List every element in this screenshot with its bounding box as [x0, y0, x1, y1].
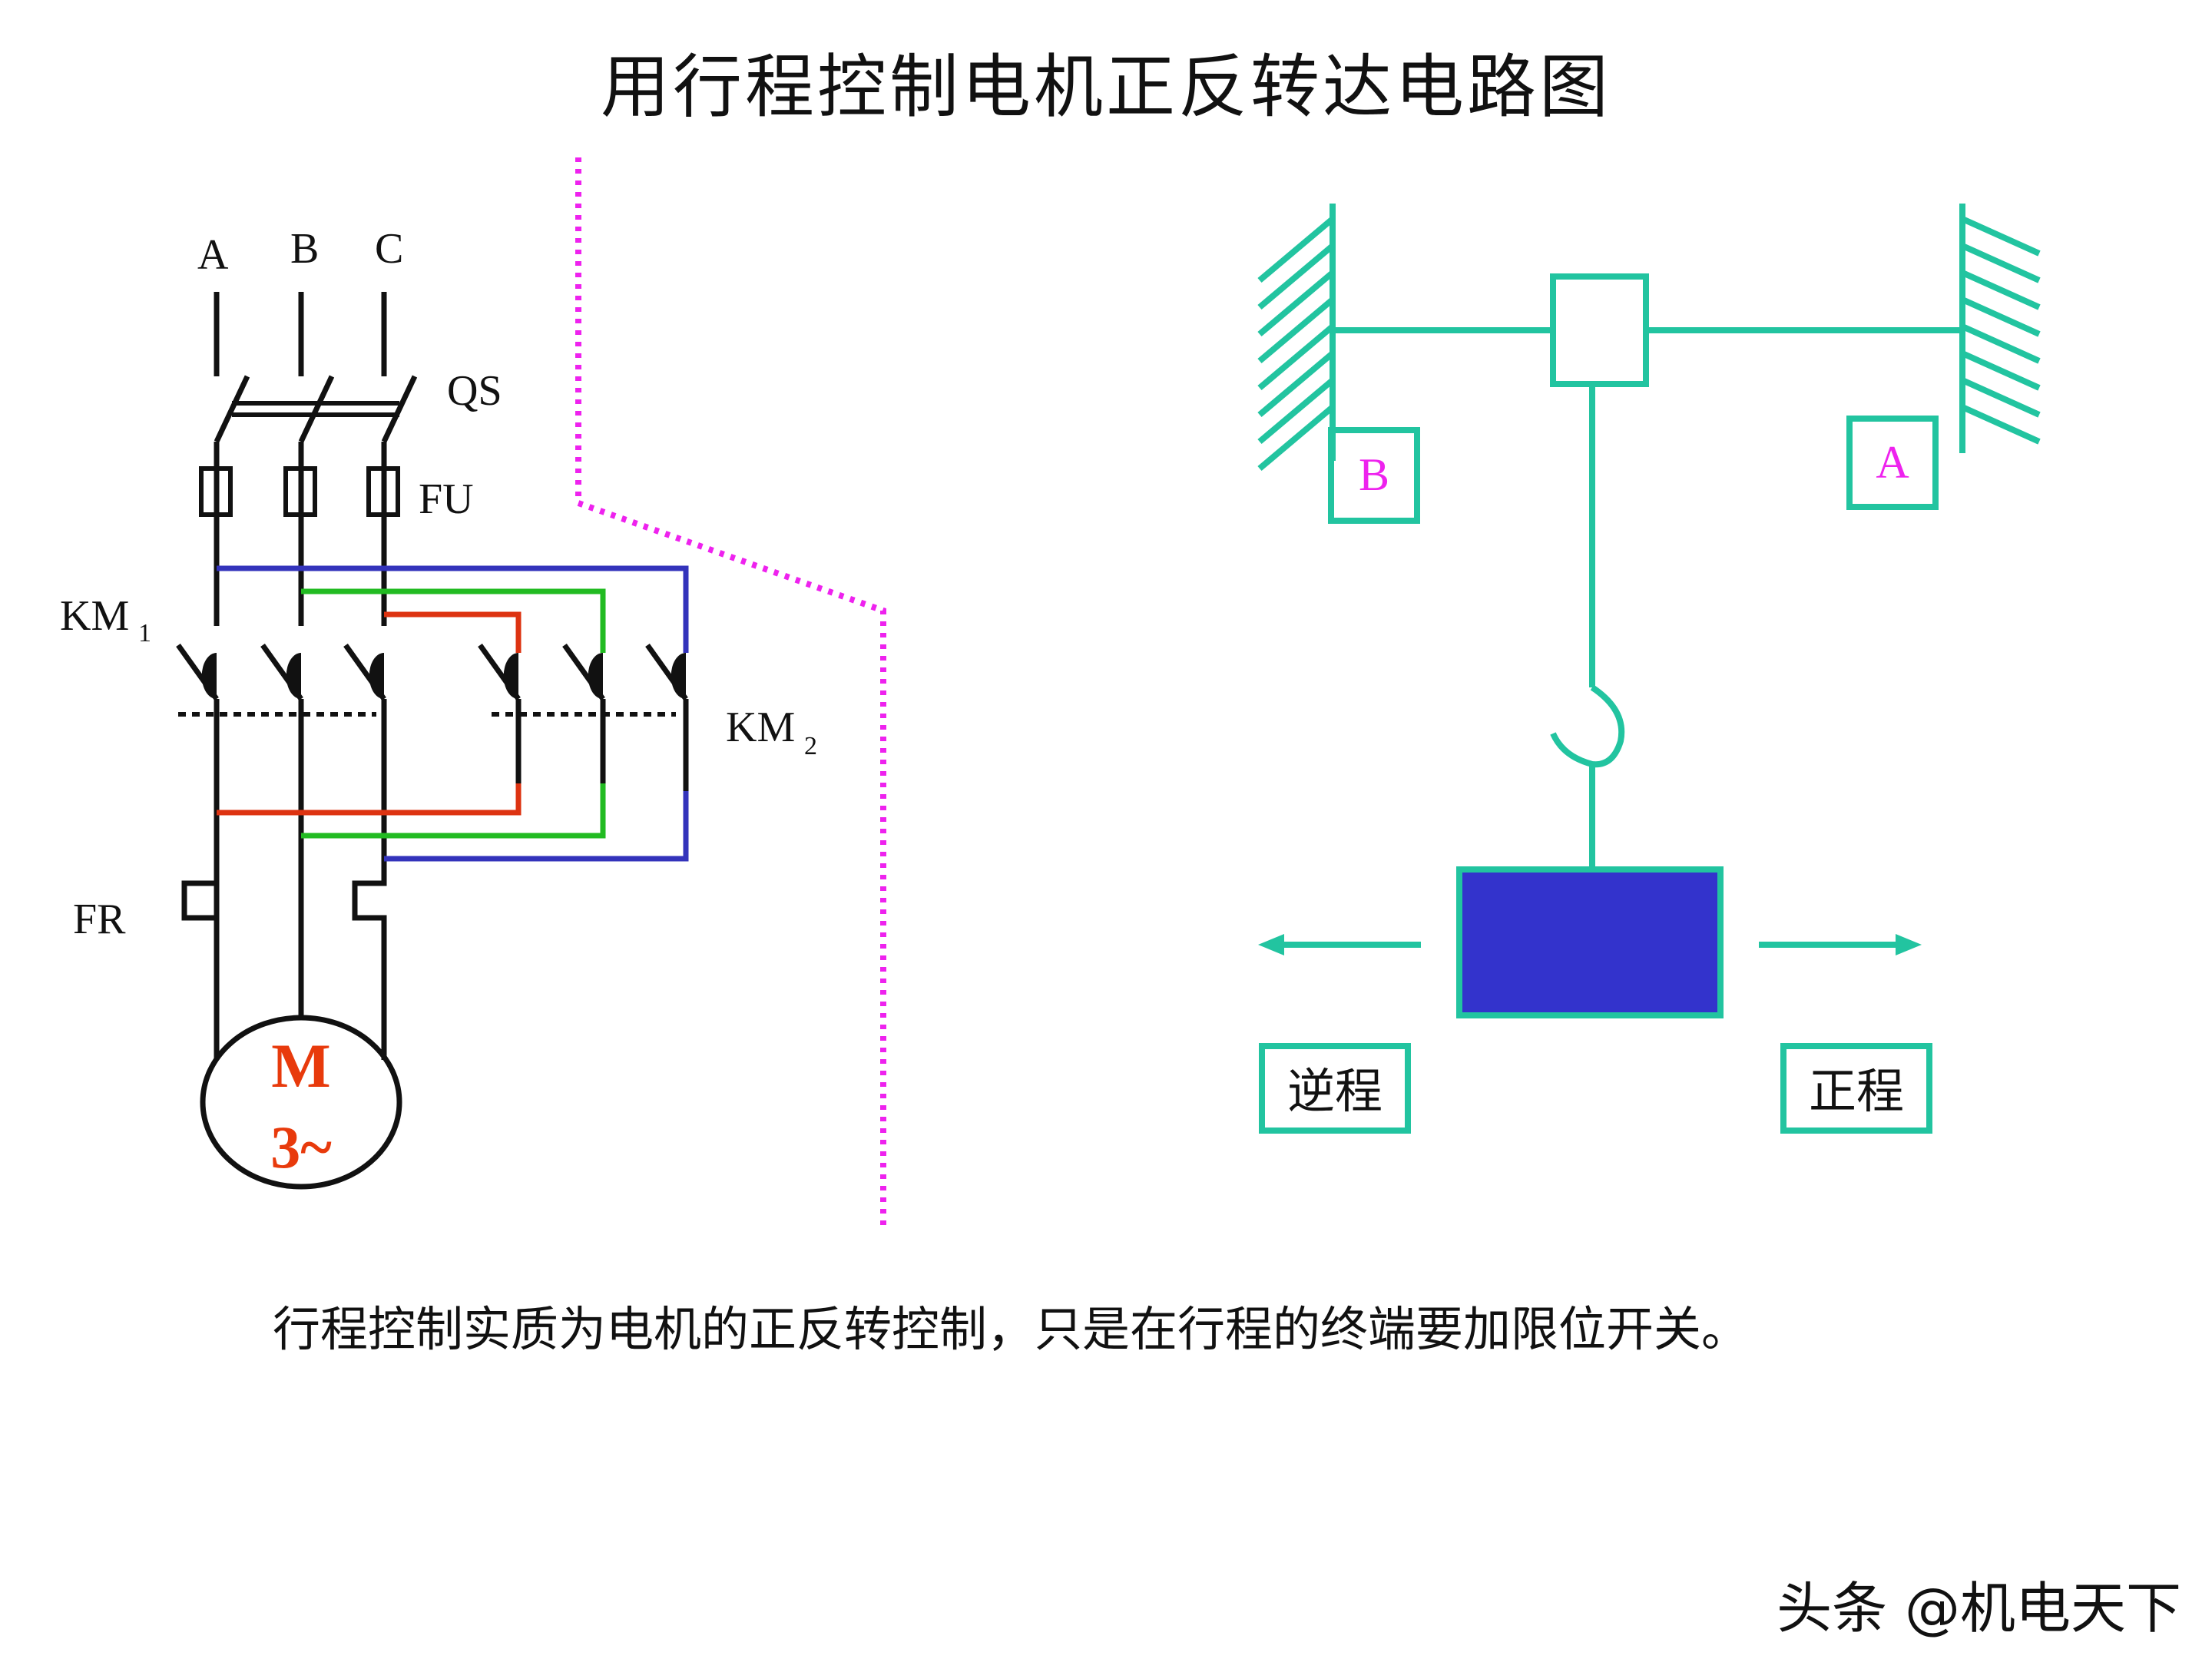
motor-circle — [200, 1015, 402, 1190]
forward-label-box — [1780, 1043, 1932, 1134]
load-block — [1456, 866, 1724, 1018]
phase-c-label: C — [375, 225, 403, 273]
km2-label: KM — [726, 704, 795, 751]
green-wire-bottom — [301, 783, 606, 839]
green-wire-top — [301, 588, 606, 653]
blue-wire-top — [217, 565, 689, 653]
left-wall — [1257, 204, 1336, 472]
switch-b-label: B — [1359, 449, 1389, 500]
km1-label: KM — [60, 592, 129, 640]
limit-switch-b — [1328, 427, 1420, 524]
hook — [1550, 684, 1625, 768]
forward-label: 正程 — [1809, 1063, 1904, 1119]
circuit-labels: A B C QS FU KM 1 KM 2 FR M 3~ — [60, 225, 817, 1181]
trolley — [1550, 273, 1649, 387]
fu-fuses — [199, 461, 400, 522]
contact-caps — [201, 653, 686, 699]
reverse-label: 逆程 — [1287, 1063, 1382, 1119]
reverse-label-box — [1259, 1043, 1411, 1134]
watermark: 头条 @机电天下 — [1777, 1576, 2181, 1641]
fr-thermal-relay — [181, 814, 387, 1018]
mechanism-diagram — [1257, 204, 2041, 1134]
km1-contacts — [176, 643, 387, 998]
reverse-arrow-head — [1258, 934, 1284, 955]
power-circuit — [176, 292, 689, 1190]
colored-wiring — [217, 565, 689, 862]
fu-label: FU — [419, 475, 474, 523]
caption-text: 行程控制实质为电机的正反转控制，只是在行程的终端要加限位开关。 — [273, 1301, 1750, 1357]
fr-label: FR — [73, 896, 126, 943]
qs-switch — [214, 375, 418, 469]
km2-subscript: 2 — [804, 732, 817, 760]
red-wire-bottom — [217, 783, 522, 816]
forward-arrow-head — [1896, 934, 1922, 955]
phase-b-label: B — [290, 225, 319, 273]
motor-m-label: M — [271, 1031, 330, 1101]
divider-line — [575, 157, 886, 1225]
blue-wire-bottom — [384, 791, 689, 862]
page-title: 用行程控制电机正反转达电路图 — [601, 47, 1611, 127]
switch-a-label: A — [1876, 437, 1909, 488]
km1-subscript: 1 — [138, 619, 151, 647]
red-wire-top — [384, 611, 522, 653]
qs-label: QS — [447, 367, 502, 415]
motor-type-label: 3~ — [270, 1114, 332, 1181]
right-wall — [1959, 204, 2041, 453]
phase-a-label: A — [197, 231, 229, 279]
limit-switch-a — [1846, 416, 1939, 510]
